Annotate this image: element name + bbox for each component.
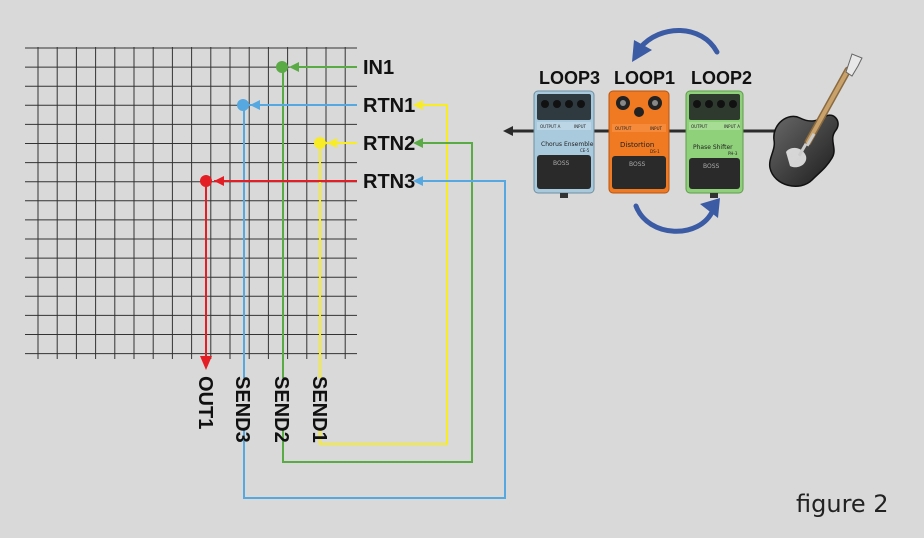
loop2-pedal-name: Phase Shifter [693, 144, 733, 151]
crosspoint-rtn3-out1 [200, 175, 212, 187]
switching-matrix-grid [25, 47, 357, 359]
loop1-input-text: INPUT [650, 126, 663, 131]
loop-send3-rtn3 [243, 180, 506, 499]
wire-rtn3-out1 [205, 180, 357, 358]
figure-caption: figure 2 [796, 490, 889, 518]
loop-send2-rtn2 [282, 142, 473, 463]
label-send1: SEND1 [308, 376, 330, 443]
loop3-pedal-name: Chorus Ensemble [541, 141, 594, 148]
electric-guitar-icon [768, 53, 863, 187]
label-in1: IN1 [363, 57, 394, 79]
label-send2: SEND2 [270, 376, 292, 443]
loop1-brand: BOSS [629, 161, 646, 168]
arrow-into-rtn2 [413, 138, 423, 148]
loop2-output-text: OUTPUT [691, 124, 708, 129]
pedal-loop1: OUTPUT INPUT Distortion DS-1 BOSS [608, 90, 670, 194]
loop3-output-text: OUTPUT A [540, 124, 561, 129]
arrow-rtn2 [327, 138, 337, 148]
wire-in1-send2 [282, 66, 357, 378]
loop1-model: DS-1 [650, 149, 660, 154]
arrow-into-rtn3 [413, 176, 423, 186]
label-loop3: LOOP3 [539, 68, 600, 88]
label-rtn1: RTN1 [363, 95, 415, 117]
label-out1: OUT1 [194, 376, 216, 429]
label-loop2: LOOP2 [691, 68, 752, 88]
label-rtn3: RTN3 [363, 171, 415, 193]
loop3-model: CE-5 [580, 148, 590, 153]
loop1-pedal-name: Distortion [620, 141, 654, 149]
loop1-output-text: OUTPUT [615, 126, 632, 131]
arrow-rtn3 [214, 176, 224, 186]
arrow-in1 [289, 62, 299, 72]
pedal-loop3: OUTPUT A INPUT Chorus Ensemble CE-5 BOSS [533, 90, 595, 198]
crosspoint-rtn2-send1 [314, 137, 326, 149]
loop2-input-text: INPUT A [724, 124, 740, 129]
routing-wires [200, 61, 506, 499]
loop3-brand: BOSS [553, 160, 570, 167]
arrow-out1 [200, 356, 212, 370]
loop3-input-text: INPUT [574, 124, 587, 129]
arrow-rtn1 [250, 100, 260, 110]
arrow-into-rtn1 [413, 100, 423, 110]
label-loop1: LOOP1 [614, 68, 675, 88]
loop2-brand: BOSS [703, 163, 720, 170]
loop2-model: PH-3 [728, 151, 738, 156]
label-rtn2: RTN2 [363, 133, 415, 155]
crosspoint-rtn1-send3 [237, 99, 249, 111]
wire-rtn1-send3 [243, 104, 357, 378]
label-send3: SEND3 [231, 376, 253, 443]
crosspoint-in1-send2 [276, 61, 288, 73]
loop-send1-rtn1 [319, 104, 448, 445]
pedal-loop2: OUTPUT INPUT A Phase Shifter PH-3 BOSS [685, 90, 744, 198]
swap-arrow-icon [632, 28, 720, 234]
